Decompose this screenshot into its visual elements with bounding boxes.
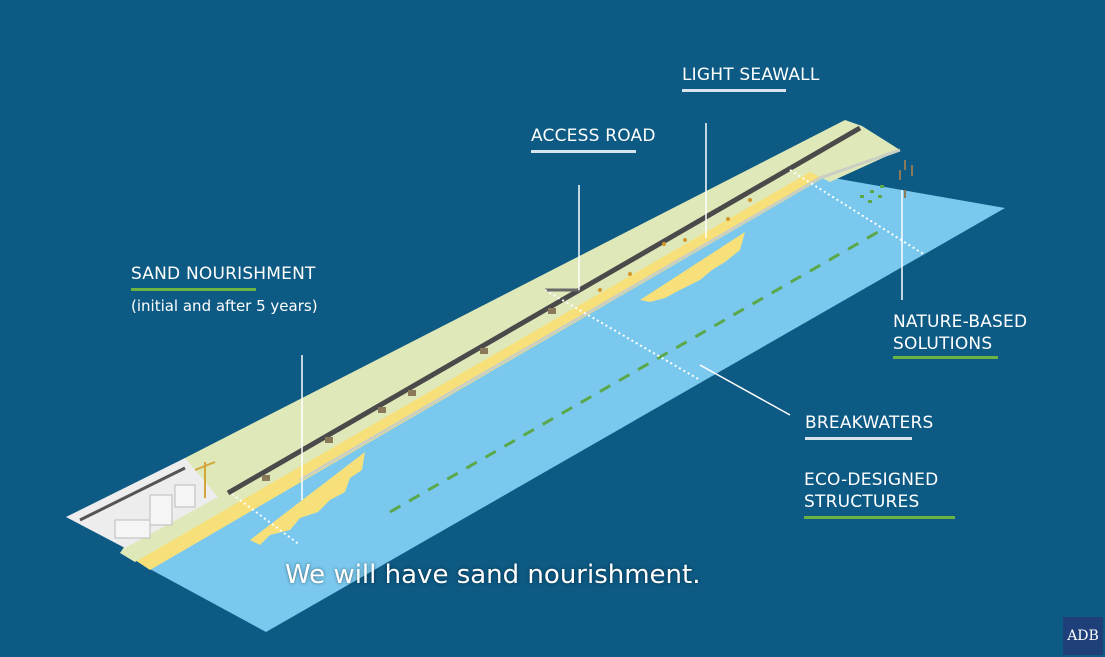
leader-lines	[301, 123, 903, 500]
land-strip	[120, 120, 900, 562]
label-light-seawall: LIGHT SEAWALL	[682, 65, 820, 92]
beach	[135, 170, 825, 570]
city-plaza	[66, 458, 218, 548]
label-text: ECO-DESIGNED	[804, 470, 939, 490]
coastal-road	[226, 125, 862, 496]
light-seawall	[299, 148, 901, 482]
label-text: SOLUTIONS	[893, 334, 993, 354]
label-underline	[893, 356, 998, 359]
building	[149, 494, 173, 526]
houses	[262, 308, 556, 481]
label-sand-nourishment: SAND NOURISHMENT	[131, 264, 316, 291]
sand-nourishment-area	[250, 452, 365, 545]
label-sand-nourishment-note: (initial and after 5 years)	[131, 297, 318, 315]
adb-logo: ADB	[1063, 617, 1103, 655]
section-divider	[231, 493, 301, 546]
building	[174, 484, 196, 508]
seawall-markers	[598, 198, 752, 292]
label-underline	[805, 437, 912, 440]
label-underline	[682, 89, 786, 92]
nature-based-vegetation	[860, 185, 884, 203]
label-underline	[531, 150, 636, 153]
subtitle-caption: We will have sand nourishment.	[285, 560, 701, 590]
city-road	[79, 466, 186, 522]
crane	[194, 461, 216, 471]
sea	[148, 176, 1005, 632]
label-underline	[131, 288, 256, 291]
label-text: SAND NOURISHMENT	[131, 264, 316, 284]
mangrove-trees	[899, 160, 913, 198]
label-text: ACCESS ROAD	[531, 126, 656, 146]
section-divider	[789, 169, 926, 256]
label-underline	[804, 516, 955, 519]
label-text: LIGHT SEAWALL	[682, 65, 820, 85]
label-breakwaters: BREAKWATERS	[805, 413, 934, 440]
label-access-road: ACCESS ROAD	[531, 126, 656, 153]
label-text: NATURE-BASED	[893, 312, 1028, 332]
breakwaters-line	[389, 226, 886, 514]
building	[114, 519, 151, 539]
sand-nourishment-area	[640, 232, 745, 302]
label-text: BREAKWATERS	[805, 413, 934, 433]
label-text: STRUCTURES	[804, 492, 920, 512]
